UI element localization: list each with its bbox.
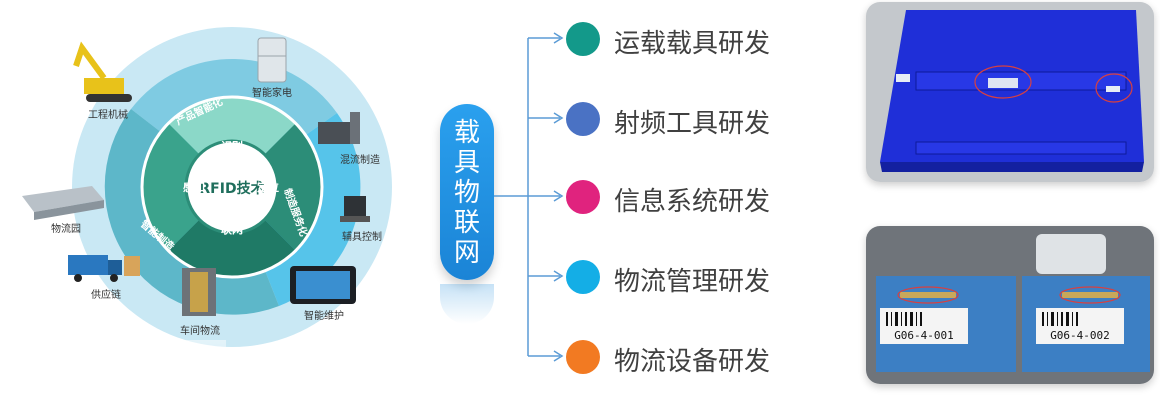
inner-label-network: 联网: [221, 222, 243, 236]
branch-arrow-3: [528, 190, 564, 202]
dot-cyan: [566, 260, 600, 294]
outer-label-maintenance: 智能维护: [304, 309, 344, 322]
conveyor-icon: [182, 268, 216, 316]
inner-label-locate: 定位: [257, 180, 279, 194]
bins-photo: G06-4-001 G06-4-002: [866, 226, 1154, 384]
branch-arrow-5: [528, 350, 564, 362]
truck-icon: [68, 255, 140, 282]
dot-orange: [566, 340, 600, 374]
branch-arrow-4: [528, 270, 564, 282]
branch-label: 物流管理研发: [614, 267, 771, 297]
tablet-icon: [290, 266, 356, 304]
warehouse-icon: [22, 186, 104, 220]
outer-label-appliance: 智能家电: [252, 86, 292, 99]
branch-arrow-2: [528, 112, 564, 124]
pallet-photo: [866, 2, 1154, 182]
outer-label-park: 物流园: [51, 222, 81, 235]
hub-label: 载 具 物 联 网: [453, 118, 480, 268]
barcode-right: G06-4-002: [1050, 329, 1110, 342]
inner-label-sense: 感知: [183, 180, 205, 194]
hub-reflection: [440, 284, 494, 324]
branch-label: 物流设备研发: [614, 347, 771, 377]
dot-blue: [566, 102, 600, 136]
branch-label: 运载载具研发: [614, 29, 771, 59]
fixture-icon: [340, 196, 370, 222]
appliance-icon: [257, 37, 287, 83]
pallet-image: [866, 2, 1154, 182]
branch-connectors: [494, 32, 564, 362]
center-circle: [184, 139, 280, 235]
center-label: RFID技术: [199, 180, 264, 197]
outer-label-workshop: 车间物流: [180, 324, 220, 337]
hub-pill: 载 具 物 联 网: [440, 104, 494, 280]
outer-label-fixture: 辅具控制: [342, 230, 382, 243]
outer-label-mixed-mfg: 混流制造: [340, 153, 380, 166]
factory-icon: [318, 112, 360, 144]
branch-label: 信息系统研发: [614, 187, 771, 217]
branch-arrow-1: [528, 32, 564, 44]
rfid-diagram: RFID技术 识别 定位 联网 感知 产品智能化 制造服务化 智能制造 工程机械…: [22, 27, 392, 390]
excavator-icon: [73, 41, 132, 102]
dot-magenta: [566, 180, 600, 214]
dot-teal: [566, 22, 600, 56]
outer-label-supply-chain: 供应链: [91, 288, 121, 301]
outer-label-machinery: 工程机械: [88, 108, 128, 121]
barcode-left: G06-4-001: [894, 329, 954, 342]
branch-label: 射频工具研发: [614, 109, 771, 139]
inner-label-identify: 识别: [221, 139, 243, 153]
bins-image: G06-4-001 G06-4-002: [866, 226, 1154, 384]
